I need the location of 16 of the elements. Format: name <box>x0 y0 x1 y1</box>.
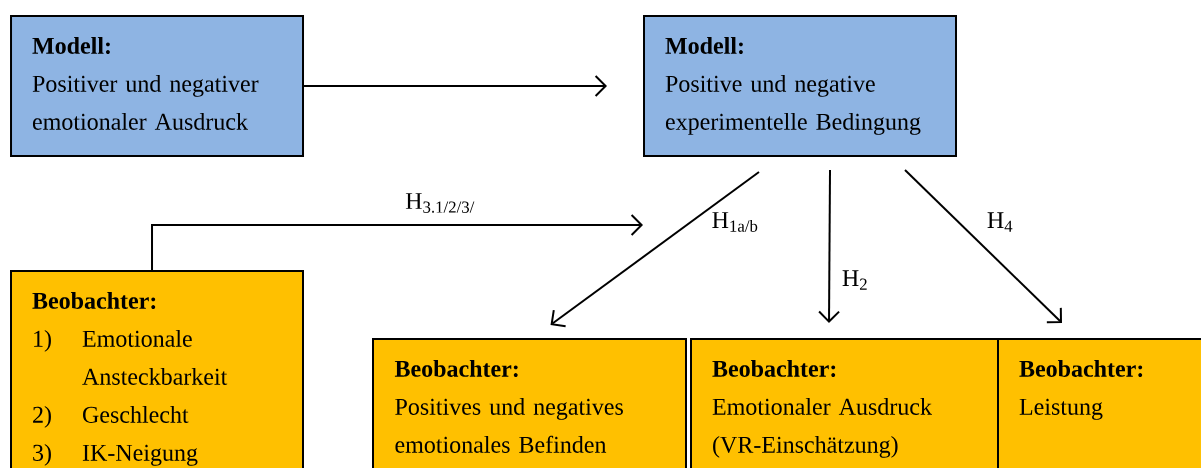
node-label: Beobachter: <box>712 359 836 377</box>
arrow <box>904 169 1062 324</box>
model-box: Modell: Positive und negative experimentelle Bedingung <box>643 15 957 157</box>
edge-label: H$_{4}$ <box>985 211 1015 233</box>
node-label: Emotionaler Ausdruck (VR-Einschätzung) <box>712 397 932 458</box>
arrow <box>303 75 607 97</box>
edge-label: H$_{2}$ <box>840 269 870 291</box>
arrow <box>818 169 841 323</box>
arrow <box>550 171 760 328</box>
observer-box: Beobachter: 1) Emotionale Ansteckbarkeit 2) Geschlecht 3) IK-Neigung <box>10 270 304 468</box>
observer-box: Beobachter: Leistung <box>997 338 1201 468</box>
edge-label: H$_{1a/b}$ <box>710 211 760 233</box>
arrow <box>151 214 643 271</box>
observer-box: Beobachter: Positives und negatives emotionales Befinden <box>372 338 687 468</box>
model-box: Modell: Positiver und negativer emotionaler Ausdruck <box>10 15 304 157</box>
edge-label: H$_{3.1/2/3/}$ <box>404 192 476 214</box>
